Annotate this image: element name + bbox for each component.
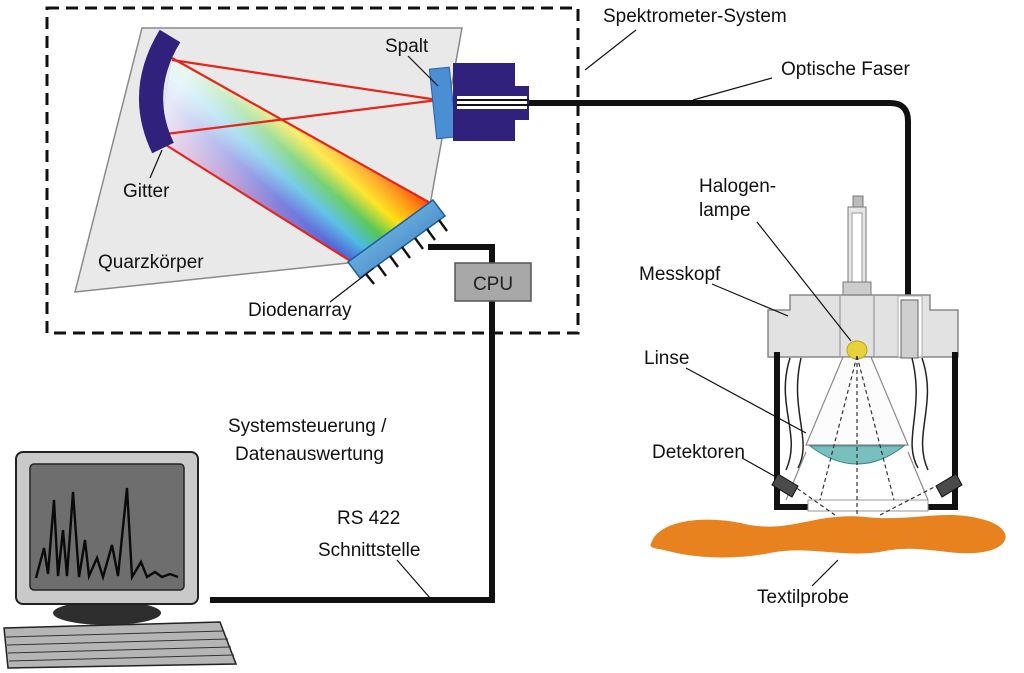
- keyboard-rows: [5, 630, 235, 662]
- label-rs422-1: RS 422: [337, 508, 400, 529]
- leader-rs422: [396, 559, 431, 599]
- label-diodenarray: Diodenarray: [248, 300, 352, 321]
- label-systemsteuerung-2: Datenauswertung: [235, 444, 384, 465]
- label-rs422-2: Schnittstelle: [318, 540, 420, 561]
- leader-halogen: [756, 221, 852, 342]
- fiber-connector: [900, 299, 919, 359]
- spectrometer-box: [45, 6, 580, 335]
- label-optische-faser: Optische Faser: [781, 59, 910, 80]
- computer: [3, 451, 238, 669]
- rainbow-beam-fade: [158, 58, 432, 262]
- leader-lines: [149, 29, 852, 599]
- rs422-cable: [210, 244, 495, 603]
- cpu-label: CPU: [473, 274, 513, 295]
- fiber-channel: [457, 96, 527, 109]
- monitor-base: [53, 601, 161, 625]
- light-rays: [787, 355, 945, 528]
- label-quarzkoerper: Quarzkörper: [98, 252, 204, 273]
- detector-right: [935, 473, 963, 498]
- leader-gitter: [149, 149, 163, 179]
- bottom-window: [807, 499, 929, 512]
- label-systemsteuerung-1: Systemsteuerung /: [228, 416, 387, 437]
- spectrum-trace: [34, 487, 179, 582]
- label-halogenlampe-2: lampe: [699, 200, 751, 221]
- leader-diodenarray: [329, 267, 375, 303]
- slit: [428, 66, 458, 140]
- keyboard: [3, 621, 238, 669]
- red-rays: [157, 57, 439, 263]
- label-spektrometer-system: Spektrometer-System: [603, 6, 787, 27]
- cpu-box: CPU: [454, 262, 532, 302]
- leader-textilprobe: [811, 559, 839, 587]
- monitor-screen: [29, 463, 185, 591]
- leader-spalt: [407, 55, 439, 87]
- label-textilprobe: Textilprobe: [757, 587, 849, 608]
- diode-array-pins: [365, 219, 448, 285]
- leader-detektoren: [741, 457, 777, 478]
- leader-linse: [685, 367, 807, 434]
- diode-array: [346, 198, 448, 285]
- leader-messkopf: [711, 283, 789, 317]
- leader-faser: [692, 77, 773, 101]
- label-halogenlampe-1: Halogen-: [699, 176, 776, 197]
- label-spalt: Spalt: [385, 36, 429, 57]
- detector-left: [771, 473, 799, 498]
- lamp-holder-core: [851, 212, 863, 292]
- label-gitter: Gitter: [123, 181, 170, 202]
- label-messkopf: Messkopf: [639, 264, 721, 285]
- label-linse: Linse: [644, 348, 689, 369]
- slit-assembly: [428, 63, 529, 141]
- head-wires: [784, 357, 929, 471]
- optical-fiber: [529, 100, 911, 312]
- label-detektoren: Detektoren: [652, 442, 745, 463]
- measuring-head: [767, 195, 963, 528]
- leader-spektrometer: [584, 29, 637, 71]
- grating: [139, 29, 181, 154]
- textile-sample: [650, 514, 1006, 558]
